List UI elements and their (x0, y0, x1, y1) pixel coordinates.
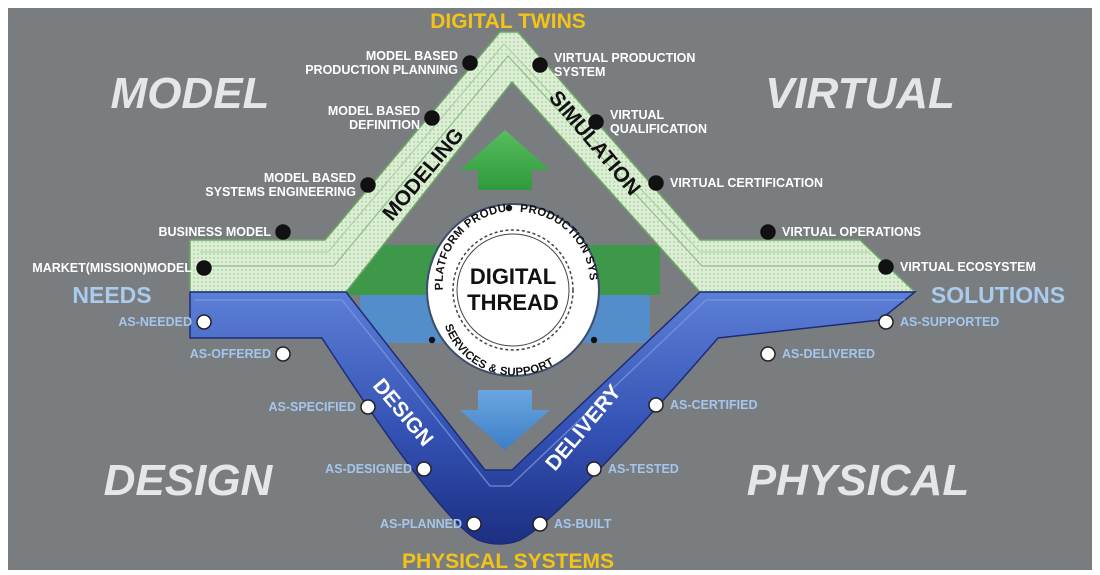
design-item-4: AS-PLANNED (380, 517, 462, 531)
quadrant-design: DESIGN (104, 456, 274, 505)
delivery-marker-3 (586, 461, 602, 477)
virtual-marker-0 (532, 57, 548, 73)
model-marker-3 (275, 224, 291, 240)
top-label-digital-twins: DIGITAL TWINS (430, 10, 586, 33)
quadrant-physical: PHYSICAL (747, 456, 969, 505)
quadrant-virtual: VIRTUAL (765, 69, 955, 118)
virtual-item-3: VIRTUAL OPERATIONS (782, 225, 921, 239)
virtual-marker-4 (878, 259, 894, 275)
design-marker-3 (416, 461, 432, 477)
model-marker-2 (360, 177, 376, 193)
delivery-item-1: AS-DELIVERED (782, 347, 875, 361)
virtual-marker-1 (588, 114, 604, 130)
model-marker-4 (196, 260, 212, 276)
design-item-list: AS-NEEDED AS-OFFERED AS-SPECIFIED AS-DESIGN… (118, 314, 482, 532)
hub-title-line2: THREAD (467, 290, 559, 315)
lower-band (189, 291, 918, 545)
delivery-item-0: AS-SUPPORTED (900, 315, 999, 329)
design-marker-4 (466, 516, 482, 532)
design-item-3: AS-DESIGNED (325, 462, 412, 476)
delivery-item-3: AS-TESTED (608, 462, 679, 476)
delivery-item-list: AS-SUPPORTED AS-DELIVERED AS-CERTIFIED AS-T… (532, 314, 999, 532)
design-marker-0 (196, 314, 212, 330)
bottom-label-physical-systems: PHYSICAL SYSTEMS (402, 550, 614, 573)
model-item-4: MARKET(MISSION)MODEL (32, 261, 192, 275)
design-item-0: AS-NEEDED (118, 315, 192, 329)
virtual-marker-2 (648, 175, 664, 191)
model-marker-1 (424, 110, 440, 126)
left-end-label-needs: NEEDS (72, 282, 151, 308)
design-item-2: AS-SPECIFIED (268, 400, 356, 414)
design-marker-2 (360, 399, 376, 415)
model-item-3: BUSINESS MODEL (158, 225, 271, 239)
delivery-marker-1 (760, 346, 776, 362)
right-end-label-solutions: SOLUTIONS (931, 282, 1065, 308)
virtual-marker-3 (760, 224, 776, 240)
design-marker-1 (275, 346, 291, 362)
virtual-item-4: VIRTUAL ECOSYSTEM (900, 260, 1036, 274)
model-marker-0 (462, 55, 478, 71)
design-item-1: AS-OFFERED (190, 347, 271, 361)
delivery-marker-4 (532, 516, 548, 532)
delivery-marker-0 (878, 314, 894, 330)
quadrant-model: MODEL (111, 69, 270, 118)
delivery-item-4: AS-BUILT (554, 517, 612, 531)
virtual-item-2: VIRTUAL CERTIFICATION (670, 176, 823, 190)
delivery-marker-2 (648, 397, 664, 413)
hub-title-line1: DIGITAL (470, 264, 556, 289)
delivery-item-2: AS-CERTIFIED (670, 398, 758, 412)
